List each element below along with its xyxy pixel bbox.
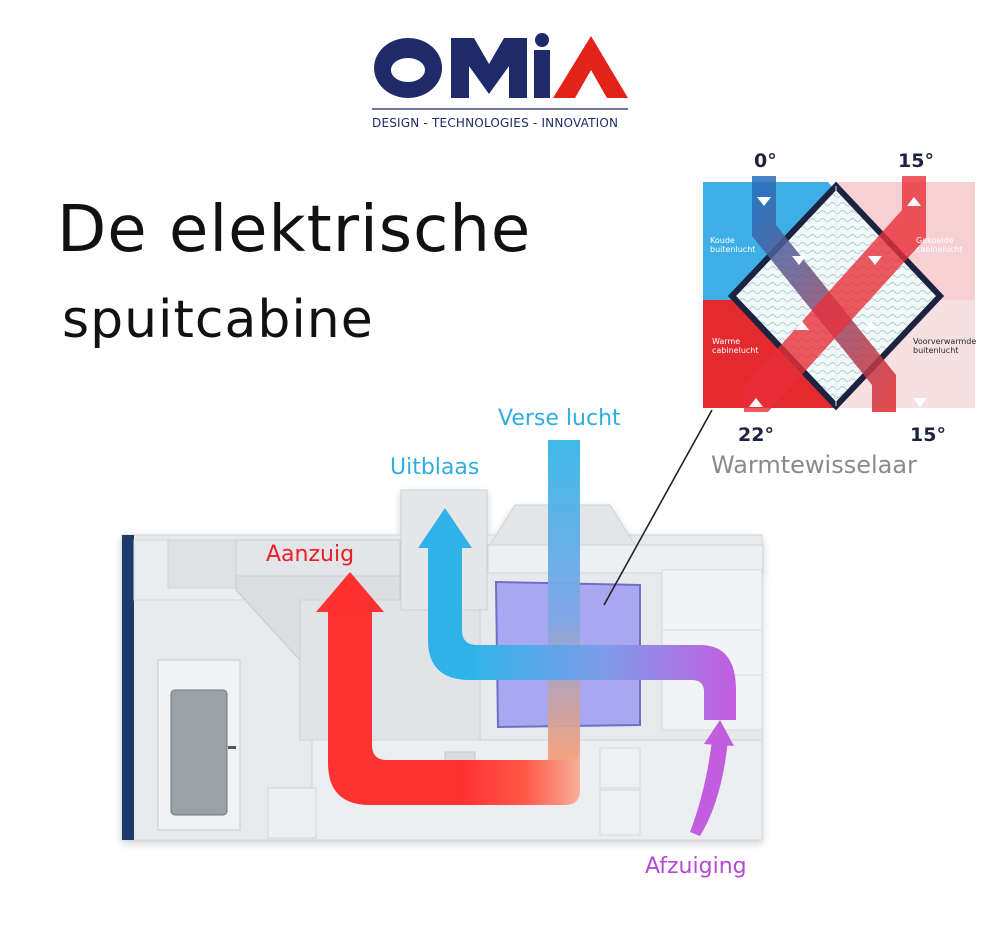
- afzuiging-arrow-head: [704, 720, 734, 746]
- hx-temp-top-right: 15°: [898, 150, 934, 172]
- booth-door-window: [170, 689, 228, 816]
- verse-lucht-flow: [548, 440, 580, 760]
- omia-logo: [372, 33, 628, 110]
- booth-intake-top: [235, 539, 401, 577]
- hx-label-voorverwarmde: Voorverwarmde buitenlucht: [913, 337, 977, 355]
- booth-base-panel-left: [267, 787, 317, 839]
- booth-right-module-1: [661, 569, 763, 631]
- label-verse-lucht: Verse lucht: [498, 406, 621, 431]
- aanzuig-arrow-head: [316, 572, 384, 612]
- airflow-arrows: [316, 440, 736, 836]
- booth-base-panel-right-2: [599, 789, 641, 836]
- page-title-line2: spuitcabine: [62, 290, 374, 350]
- logo-letter-o: [374, 38, 443, 98]
- hx-arrow-mid-4: [864, 321, 878, 330]
- aanzuig-flow-vertical: [328, 610, 470, 805]
- booth-base-panel-right-1: [599, 747, 641, 789]
- heat-exchanger-diagram: [603, 176, 975, 606]
- booth-left-edge: [122, 535, 134, 840]
- hx-channel-warm-to-cold: [744, 176, 926, 412]
- hx-arrow-out-cooled: [907, 197, 921, 206]
- hx-label-warme: Warme cabinelucht: [712, 337, 759, 355]
- hx-temp-bottom-left: 22°: [738, 424, 774, 446]
- hx-leader-line: [603, 409, 713, 606]
- booth-roof-band: [487, 544, 764, 574]
- hx-label-gekoelde: Gekoelde cabinelucht: [916, 236, 963, 254]
- booth-door-handle: [228, 746, 236, 749]
- hx-temp-bottom-right: 15°: [910, 424, 946, 446]
- label-afzuiging: Afzuiging: [645, 854, 747, 879]
- logo-tagline: DESIGN - TECHNOLOGIES - INNOVATION: [372, 116, 619, 130]
- hx-title: Warmtewisselaar: [711, 451, 917, 479]
- uitblaas-arrow-head: [418, 508, 472, 548]
- uitblaas-flow-horizontal: [476, 645, 736, 720]
- uitblaas-flow-vertical: [428, 545, 480, 680]
- hx-arrow-mid-1: [792, 256, 806, 265]
- hx-warm-quadrant: [703, 300, 836, 408]
- logo-letter-i-dot: [535, 33, 549, 47]
- hx-arrow-mid-3: [795, 321, 809, 330]
- page-title-line1: De elektrische: [57, 193, 532, 267]
- hx-arrow-out-warm: [749, 398, 763, 407]
- aanzuig-flow-bottom: [460, 750, 580, 805]
- label-uitblaas: Uitblaas: [390, 455, 480, 480]
- hx-arrow-in-cold: [757, 197, 771, 206]
- logo-letter-a: [553, 36, 628, 98]
- logo-letter-i: [534, 50, 550, 98]
- hx-label-koude: Koude buitenlucht: [710, 236, 756, 254]
- label-aanzuig: Aanzuig: [266, 542, 355, 567]
- hx-arrow-in-preheated: [913, 398, 927, 407]
- afzuiging-flow: [690, 740, 728, 836]
- hx-channel-cold-to-warm: [752, 176, 896, 412]
- logo-letter-m: [451, 38, 527, 98]
- hx-temp-top-left: 0°: [754, 150, 777, 172]
- booth-left-duct-top: [167, 539, 239, 589]
- hx-arrow-mid-2: [868, 256, 882, 265]
